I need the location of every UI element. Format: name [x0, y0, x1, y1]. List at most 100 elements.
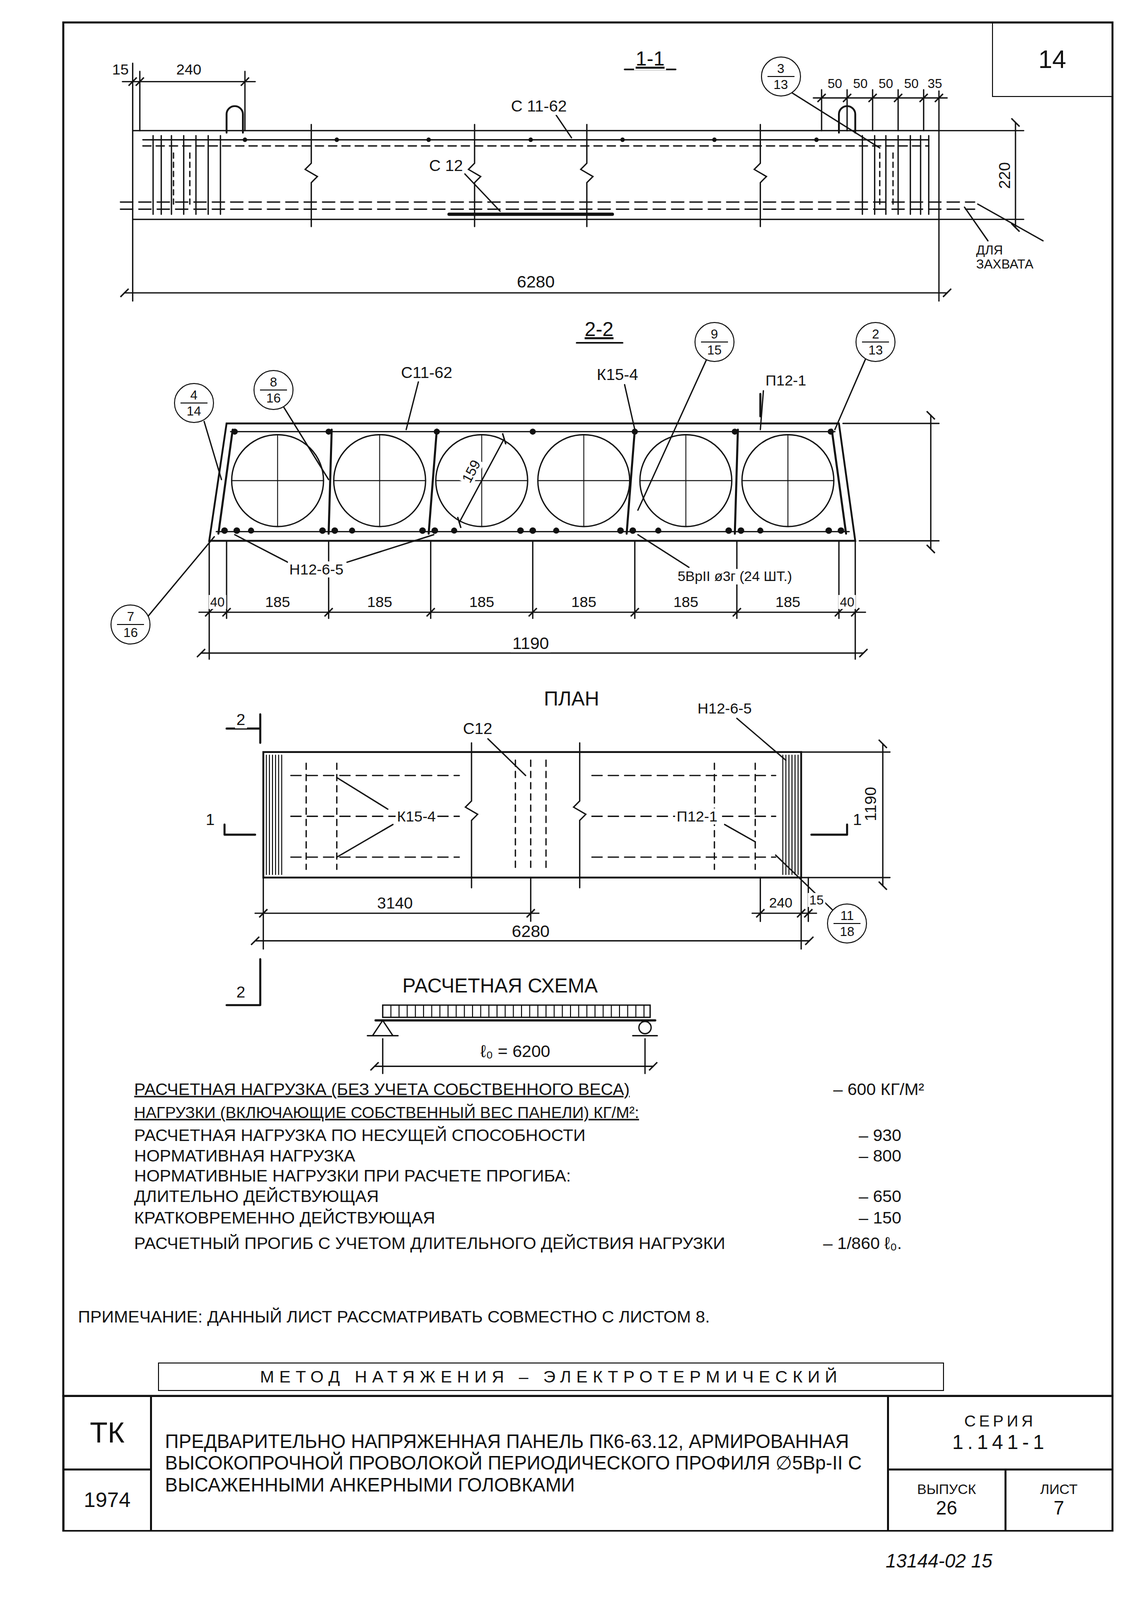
label-slot: К15-4: [395, 808, 438, 825]
cell-text: ВЫПУСК: [917, 1481, 976, 1498]
drawing-label: 5ВрII ø3г (24 ШТ.): [676, 569, 794, 584]
label-slot: 2: [235, 711, 247, 729]
callout-circle: 915: [694, 322, 735, 362]
label-slot: ДЛЯ ЗАХВАТА: [974, 243, 1045, 271]
dimension-value: 50: [902, 76, 920, 91]
label-slot: 50: [877, 76, 895, 91]
label-slot: С12: [461, 720, 494, 738]
callout-number: 13: [868, 343, 883, 357]
callout-number: 9: [711, 327, 718, 341]
drawing-label: КРАТКОВРЕМЕННО ДЕЙСТВУЮЩАЯ: [132, 1208, 437, 1227]
label-slot: РАСЧЕТНАЯ НАГРУЗКА ПО НЕСУЩЕЙ СПОСОБНОСТ…: [132, 1125, 587, 1144]
label-slot: П12-1: [675, 808, 719, 825]
callout-number: 3: [777, 62, 784, 75]
dimension-value: 15: [110, 61, 130, 78]
dimension-value: 185: [263, 594, 292, 610]
label-slot: 40: [838, 595, 856, 609]
label-slot: 2-2: [583, 319, 615, 341]
drawing-label: НАГРУЗКИ (ВКЛЮЧАЮЩИЕ СОБСТВЕННЫЙ ВЕС ПАН…: [132, 1104, 641, 1122]
label-slot: 13144-02 15: [884, 1551, 994, 1572]
dimension-value: 185: [467, 594, 496, 610]
callout-divider: [260, 389, 287, 391]
title-block-cell: 1974: [63, 1469, 152, 1531]
label-slot: ℓ₀ = 6200: [479, 1042, 552, 1061]
cell-text: ТК: [90, 1416, 125, 1450]
dimension-value: 40: [838, 595, 856, 609]
drawing-label: РАСЧЕТНАЯ НАГРУЗКА (БЕЗ УЧЕТА СОБСТВЕННО…: [132, 1080, 631, 1099]
drawing-label: НОРМАТИВНЫЕ НАГРУЗКИ ПРИ РАСЧЕТЕ ПРОГИБА…: [132, 1166, 572, 1185]
title-block-cell: ЛИСТ7: [1005, 1469, 1113, 1531]
label-slot: 50: [902, 76, 920, 91]
label-slot: 1-1: [634, 48, 666, 70]
dimension-value: 185: [570, 594, 598, 610]
cell-text: 14: [1038, 45, 1067, 75]
callout-circle: 213: [855, 322, 896, 362]
drawing-label: РАСЧЕТНАЯ СХЕМА: [401, 975, 600, 997]
dimension-value: 50: [826, 76, 844, 91]
dimension-value: 15: [807, 893, 825, 907]
callout-divider: [180, 402, 208, 404]
label-slot: С 12: [427, 156, 465, 174]
cell-text: МЕТОД НАТЯЖЕНИЯ – ЭЛЕКТРОТЕРМИЧЕСКИЙ: [260, 1367, 843, 1387]
label-slot: РАСЧЕТНАЯ СХЕМА: [401, 975, 600, 997]
drawing-label: П12-1: [764, 372, 808, 389]
label-slot: 6280: [510, 921, 552, 940]
sheet-number-box: 14: [992, 22, 1113, 97]
callout-number: 15: [707, 343, 722, 357]
drawing-label: – 150: [857, 1208, 903, 1227]
label-slot: 5ВрII ø3г (24 ШТ.): [676, 569, 794, 584]
dimension-value: 6280: [515, 272, 557, 291]
drawing-label: – 930: [857, 1125, 903, 1144]
label-slot: С11-62: [399, 364, 454, 382]
title-block-cell: СЕРИЯ1.141-1: [888, 1396, 1113, 1470]
label-slot: 185: [365, 594, 394, 610]
dimension-value: 35: [926, 76, 944, 91]
callout-number: 16: [123, 626, 138, 639]
label-slot: 185: [774, 594, 802, 610]
label-slot: – 600 КГ/М²: [832, 1080, 926, 1099]
drawing-label: ДЛИТЕЛЬНО ДЕЙСТВУЮЩАЯ: [132, 1187, 380, 1206]
callout-number: 2: [872, 327, 879, 341]
label-slot: КРАТКОВРЕМЕННО ДЕЙСТВУЮЩАЯ: [132, 1208, 437, 1227]
label-slot: 185: [263, 594, 292, 610]
label-slot: – 150: [857, 1208, 903, 1227]
label-slot: 50: [826, 76, 844, 91]
label-slot: С 11-62: [509, 97, 568, 115]
cell-text: ПРЕДВАРИТЕЛЬНО НАПРЯЖЕННАЯ ПАНЕЛЬ ПК6-63…: [165, 1431, 874, 1497]
label-slot: 240: [767, 895, 794, 911]
label-slot: РАСЧЕТНЫЙ ПРОГИБ С УЧЕТОМ ДЛИТЕЛЬНОГО ДЕ…: [132, 1234, 727, 1253]
dimension-value: 185: [672, 594, 700, 610]
label-slot: ДЛИТЕЛЬНО ДЕЙСТВУЮЩАЯ: [132, 1187, 380, 1206]
callout-number: 8: [270, 375, 277, 389]
cell-text: 7: [1053, 1497, 1064, 1520]
callout-divider: [117, 624, 144, 625]
label-slot: 1190: [862, 785, 880, 823]
dimension-value: 220: [995, 160, 1013, 190]
drawing-label: Н12-6-5: [288, 561, 345, 578]
label-slot: ПРИМЕЧАНИЕ: ДАННЫЙ ЛИСТ РАССМАТРИВАТЬ СО…: [76, 1307, 712, 1326]
label-slot: – 800: [857, 1146, 903, 1165]
callout-divider: [767, 76, 795, 77]
drawing-label: ДЛЯ ЗАХВАТА: [974, 243, 1045, 271]
label-slot: 1190: [511, 634, 551, 653]
callout-circle: 313: [761, 56, 801, 97]
label-slot: К15-4: [595, 366, 640, 384]
label-slot: ПЛАН: [542, 688, 601, 710]
callout-circle: 414: [174, 383, 214, 423]
dimension-value: 185: [365, 594, 394, 610]
label-slot: – 930: [857, 1125, 903, 1144]
callout-divider: [862, 341, 889, 343]
label-slot: 15: [110, 61, 130, 78]
dimension-value: 13144-02 15: [884, 1551, 994, 1572]
drawing-label: РАСЧЕТНЫЙ ПРОГИБ С УЧЕТОМ ДЛИТЕЛЬНОГО ДЕ…: [132, 1234, 727, 1253]
label-slot: 240: [175, 61, 203, 78]
label-slot: 220: [995, 160, 1013, 190]
title-block-cell: ТК: [63, 1396, 152, 1470]
dimension-value: 50: [877, 76, 895, 91]
callout-number: 18: [840, 925, 855, 938]
callout-number: 13: [773, 78, 788, 91]
dimension-value: 50: [851, 76, 869, 91]
label-slot: П12-1: [764, 372, 808, 389]
